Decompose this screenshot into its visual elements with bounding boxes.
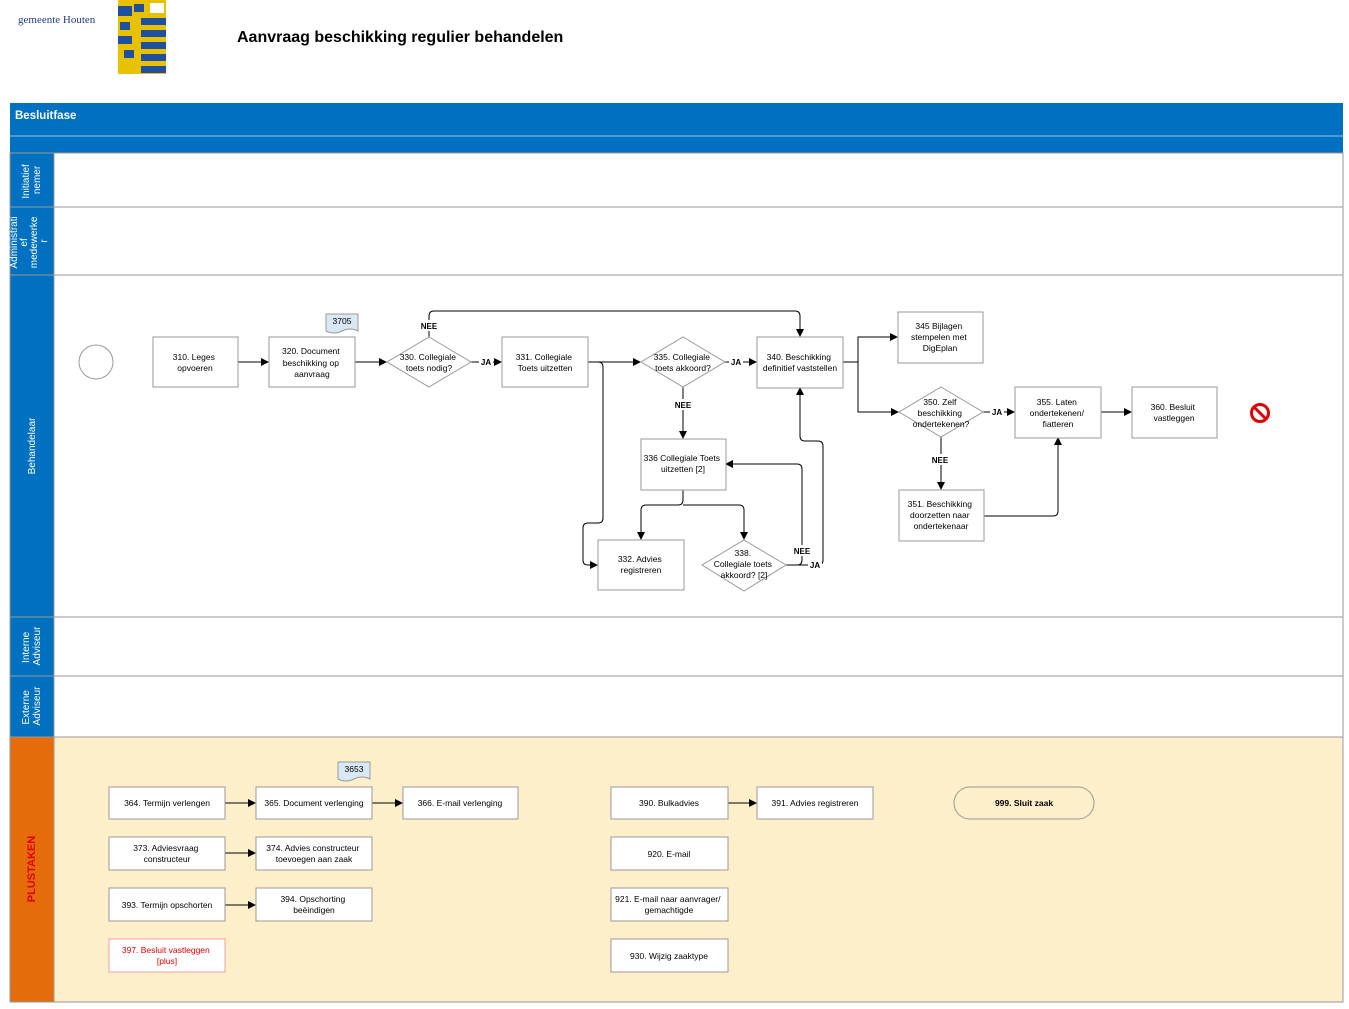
svg-text:351. Beschikking doorzet: 351. Beschikking doorzetten naar onderte… [908, 499, 975, 531]
svg-text:365. Document verlenging: 365. Document verlenging [264, 798, 364, 808]
svg-text:310. Leges opvoeren: 310. Leges opvoeren [173, 352, 217, 373]
start-event[interactable] [78, 344, 114, 380]
svg-text:JA: JA [992, 408, 1002, 417]
svg-text:336 Collegiale Toets uit: 336 Collegiale Toets uitzetten [2] [644, 453, 723, 474]
task-340[interactable]: 340. Beschikking definitief vaststellen [756, 336, 844, 389]
svg-text:NEE: NEE [675, 401, 692, 410]
task-345[interactable]: 345 Bijlagen stempelen met DigEplan [897, 311, 984, 364]
plus-task-394[interactable]: 394. Opschorting beëindigen [255, 887, 373, 922]
document-3705[interactable]: 3705 [325, 313, 359, 334]
svg-text:373. Adviesvraag constru: 373. Adviesvraag constructeur [133, 843, 201, 864]
svg-text:999. Sluit zaak: 999. Sluit zaak [995, 798, 1053, 808]
plus-task-999[interactable]: 999. Sluit zaak [953, 786, 1095, 820]
plus-task-391[interactable]: 391. Advies registreren [756, 786, 874, 820]
svg-text:Externe Adviseur: Externe Adviseur [21, 686, 43, 726]
plus-task-921[interactable]: 921. E-mail naar aanvrager/ gemachtigde [610, 887, 729, 922]
svg-text:3705: 3705 [333, 316, 352, 326]
logo: gemeente Houten [18, 0, 166, 74]
plus-task-364[interactable]: 364. Termijn verlengen [108, 786, 226, 820]
document-3653[interactable]: 3653 [337, 761, 371, 782]
phase-title: Besluitfase [15, 110, 76, 122]
plus-task-390[interactable]: 390. Bulkadvies [610, 786, 729, 820]
svg-text:345 Bijlagen stempelen m: 345 Bijlagen stempelen met DigEplan [911, 321, 969, 353]
gateway-335[interactable]: 335. Collegiale toets akkoord? [640, 336, 726, 388]
task-331[interactable]: 331. Collegiale Toets uitzetten [501, 336, 589, 388]
svg-text:397. Besluit vastleggen: 397. Besluit vastleggen [plus] [122, 945, 212, 966]
svg-text:921. E-mail naar aanvrager/: 921. E-mail naar aanvrager/ gemachtigde [615, 894, 723, 915]
svg-text:JA: JA [810, 561, 820, 570]
svg-text:331. Collegiale Toets ui: 331. Collegiale Toets uitzetten [516, 352, 575, 373]
svg-text:394. Opschorting beëindi: 394. Opschorting beëindigen [280, 894, 347, 915]
lane-initiatiefnemer: Initiatief nemer [9, 152, 1344, 208]
svg-text:Administrati ef me: Administrati ef medewerke r [9, 213, 50, 268]
svg-text:NEE: NEE [932, 456, 949, 465]
plus-task-393[interactable]: 393. Termijn opschorten [108, 887, 226, 922]
plus-task-930[interactable]: 930. Wijzig zaaktype [610, 938, 729, 973]
svg-text:335. Collegiale toets ak: 335. Collegiale toets akkoord? [654, 352, 713, 373]
lane-administratief-medewerker: Administrati ef medewerke r [9, 206, 1344, 276]
gateway-338[interactable]: 338. Collegiale toets akkoord? [2] [701, 539, 787, 592]
svg-text:355. Laten ondertekenen/: 355. Laten ondertekenen/ fiatteren [1030, 397, 1087, 429]
svg-text:920. E-mail: 920. E-mail [648, 849, 691, 859]
plus-task-374[interactable]: 374. Advies constructeur toevoegen aan z… [255, 836, 373, 871]
plus-task-373[interactable]: 373. Adviesvraag constructeur [108, 836, 226, 871]
plus-task-397[interactable]: 397. Besluit vastleggen [plus] [108, 938, 226, 973]
svg-text:340. Beschikking definit: 340. Beschikking definitief vaststellen [763, 352, 837, 373]
svg-text:JA: JA [481, 358, 491, 367]
svg-text:374. Advies constructeur: 374. Advies constructeur toevoegen aan z… [266, 843, 361, 864]
logo-text: gemeente Houten [18, 14, 96, 26]
plus-task-366[interactable]: 366. E-mail verlenging [402, 786, 519, 820]
svg-text:360. Besluit vastleggen: 360. Besluit vastleggen [1151, 402, 1198, 423]
svg-text:Interne Adviseur: Interne Adviseur [21, 626, 43, 666]
svg-text:330. Collegiale toets no: 330. Collegiale toets nodig? [400, 352, 459, 373]
connectors [238, 310, 1132, 569]
plus-task-365[interactable]: 365. Document verlenging [255, 786, 373, 820]
svg-text:NEE: NEE [421, 322, 438, 331]
svg-text:364. Termijn verlengen: 364. Termijn verlengen [124, 798, 210, 808]
task-355[interactable]: 355. Laten ondertekenen/ fiatteren [1014, 386, 1102, 439]
svg-text:NEE: NEE [794, 547, 811, 556]
coat-of-arms-icon [118, 0, 166, 74]
svg-text:Behandelaar: Behandelaar [27, 417, 38, 474]
lane-interne-adviseur: Interne Adviseur [9, 616, 1344, 677]
gateway-350[interactable]: 350. Zelf beschikking ondertekenen? [898, 386, 984, 438]
plus-connectors [225, 799, 757, 909]
svg-text:320. Document beschikkin: 320. Document beschikking op aanvraag [282, 346, 342, 379]
page-title: Aanvraag beschikking regulier behandelen [237, 29, 563, 46]
lane-externe-adviseur: Externe Adviseur [9, 675, 1344, 738]
svg-text:930. Wijzig zaaktype: 930. Wijzig zaaktype [630, 951, 708, 961]
svg-text:JA: JA [731, 358, 741, 367]
gateway-330[interactable]: 330. Collegiale toets nodig? [386, 336, 472, 388]
task-351[interactable]: 351. Beschikking doorzetten naar onderte… [898, 489, 985, 542]
edge-labels: NEE JA JA NEE NEE JA JA NEE [419, 320, 1004, 570]
task-360[interactable]: 360. Besluit vastleggen [1131, 386, 1218, 439]
svg-text:3653: 3653 [345, 764, 364, 774]
task-310[interactable]: 310. Leges opvoeren [152, 336, 239, 388]
svg-text:332. Advies registreren: 332. Advies registreren [618, 554, 664, 575]
task-320[interactable]: 320. Document beschikking op aanvraag [268, 336, 356, 388]
svg-text:366. E-mail verlenging: 366. E-mail verlenging [418, 798, 503, 808]
task-332[interactable]: 332. Advies registreren [597, 539, 685, 591]
svg-text:338. Collegiale toets: 338. Collegiale toets akkoord? [2] [714, 548, 775, 580]
svg-text:393. Termijn opschorten: 393. Termijn opschorten [122, 900, 213, 910]
svg-text:PLUSTAKEN: PLUSTAKEN [26, 836, 38, 902]
plus-task-920[interactable]: 920. E-mail [610, 836, 729, 871]
task-336[interactable]: 336 Collegiale Toets uitzetten [2] [640, 438, 727, 491]
svg-text:Initiatief nemer: Initiatief nemer [21, 161, 43, 198]
stop-icon [1250, 403, 1270, 423]
svg-text:391. Advies registreren: 391. Advies registreren [772, 798, 859, 808]
svg-text:390. Bulkadvies: 390. Bulkadvies [639, 798, 699, 808]
svg-text:350. Zelf beschikking: 350. Zelf beschikking ondertekenen? [913, 397, 970, 429]
phase-header [10, 103, 1343, 153]
